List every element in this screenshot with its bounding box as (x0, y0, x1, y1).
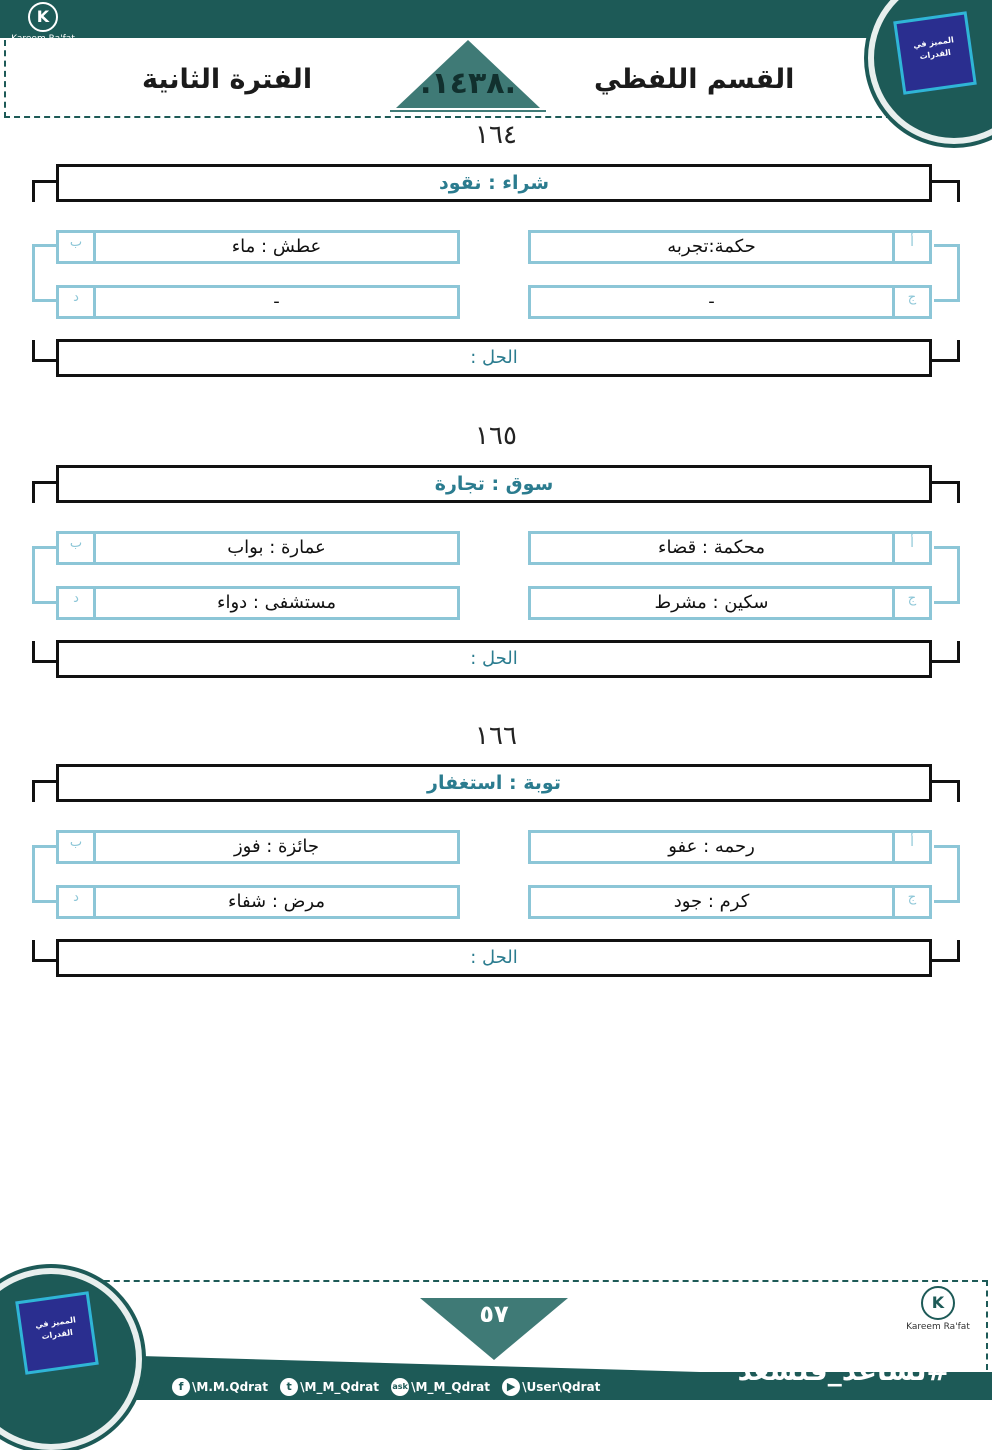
option-letter: د (59, 589, 96, 617)
twitter-icon[interactable]: t (280, 1377, 299, 1396)
question-number: ١٦٤ (475, 120, 517, 150)
option-c[interactable]: ج كرم : جود (528, 885, 932, 919)
option-a[interactable]: أ حكمة:تجربه (528, 230, 932, 264)
options-bracket-left (32, 546, 58, 604)
option-letter: ج (892, 888, 929, 916)
question-stem: توبة : استغفار (56, 764, 932, 802)
option-b[interactable]: ب جائزة : فوز (56, 830, 460, 864)
kareem-logo: K Kareem Ra'fat (8, 2, 78, 52)
option-letter: ج (892, 288, 929, 316)
question-number: ١٦٥ (475, 421, 517, 451)
page-number: ٥٧ (479, 1300, 509, 1328)
book-logo-icon: المميز في القدرات (15, 1291, 99, 1375)
option-letter: ب (59, 833, 96, 861)
option-d[interactable]: د مستشفى : دواء (56, 586, 460, 620)
option-text: كرم : جود (673, 891, 750, 912)
facebook-icon[interactable]: f (172, 1377, 190, 1396)
option-text: رحمه : عفو (668, 836, 755, 857)
youtube-handle[interactable]: \User\Qdrat (522, 1379, 601, 1394)
option-text: حكمة:تجربه (667, 236, 756, 257)
options-bracket-right (934, 244, 960, 302)
option-text: جائزة : فوز (233, 836, 320, 857)
hashtag-slogan: #نساعد_فنسعد (737, 1354, 950, 1387)
option-a[interactable]: أ محكمة : قضاء (528, 531, 932, 565)
option-letter: أ (892, 233, 929, 261)
option-text: سكين : مشرط (654, 592, 769, 613)
askfm-icon[interactable]: ask (391, 1377, 410, 1396)
page-number-triangle (420, 1298, 568, 1360)
k-logo-icon: K (921, 1286, 955, 1320)
period-title: الفترة الثانية (142, 64, 313, 95)
answer-box[interactable]: الحل : (56, 640, 932, 678)
option-c[interactable]: ج - (528, 285, 932, 319)
header-band (0, 0, 920, 38)
section-title: القسم اللفظي (594, 64, 795, 95)
option-text: محكمة : قضاء (658, 537, 765, 558)
social-links: f\M.M.Qdrat t\M_M_Qdrat ask\M_M_Qdrat ▶\… (172, 1376, 608, 1397)
option-letter: أ (892, 833, 929, 861)
logo-text: Kareem Ra'fat (906, 1322, 970, 1332)
facebook-handle[interactable]: \M.M.Qdrat (192, 1379, 268, 1394)
twitter-handle[interactable]: \M_M_Qdrat (300, 1379, 379, 1394)
option-text: عمارة : بواب (227, 537, 326, 558)
footer-band (0, 1372, 992, 1400)
option-text: - (273, 291, 280, 312)
option-letter: ب (59, 534, 96, 562)
year-triangle (396, 40, 540, 108)
option-letter: د (59, 888, 96, 916)
option-d[interactable]: د مرض : شفاء (56, 885, 460, 919)
year-underline (390, 110, 546, 112)
option-text: - (708, 291, 715, 312)
answer-box[interactable]: الحل : (56, 939, 932, 977)
logo-text: Kareem Ra'fat (11, 34, 75, 44)
option-c[interactable]: ج سكين : مشرط (528, 586, 932, 620)
footer-dashed-frame (4, 1280, 988, 1370)
answer-box[interactable]: الحل : (56, 339, 932, 377)
option-letter: ج (892, 589, 929, 617)
option-d[interactable]: د - (56, 285, 460, 319)
options-bracket-left (32, 845, 58, 903)
kareem-logo-footer: K Kareem Ra'fat (900, 1286, 976, 1332)
question-stem: سوق : تجارة (56, 465, 932, 503)
option-text: مستشفى : دواء (217, 592, 336, 613)
option-letter: أ (892, 534, 929, 562)
option-text: عطش : ماء (231, 236, 322, 257)
option-b[interactable]: ب عمارة : بواب (56, 531, 460, 565)
option-b[interactable]: ب عطش : ماء (56, 230, 460, 264)
options-bracket-right (934, 546, 960, 604)
options-bracket-right (934, 845, 960, 903)
option-text: مرض : شفاء (228, 891, 325, 912)
option-a[interactable]: أ رحمه : عفو (528, 830, 932, 864)
option-letter: د (59, 288, 96, 316)
options-bracket-left (32, 244, 58, 302)
question-stem: شراء : نقود (56, 164, 932, 202)
question-number: ١٦٦ (475, 721, 517, 751)
askfm-handle[interactable]: \M_M_Qdrat (411, 1379, 490, 1394)
header-dashed-frame (4, 40, 902, 118)
option-letter: ب (59, 233, 96, 261)
year-label: .١٤٣٨. (419, 66, 517, 101)
book-logo-icon: المميز في القدرات (893, 11, 977, 95)
k-logo-icon: K (28, 2, 58, 32)
youtube-icon[interactable]: ▶ (502, 1377, 521, 1396)
